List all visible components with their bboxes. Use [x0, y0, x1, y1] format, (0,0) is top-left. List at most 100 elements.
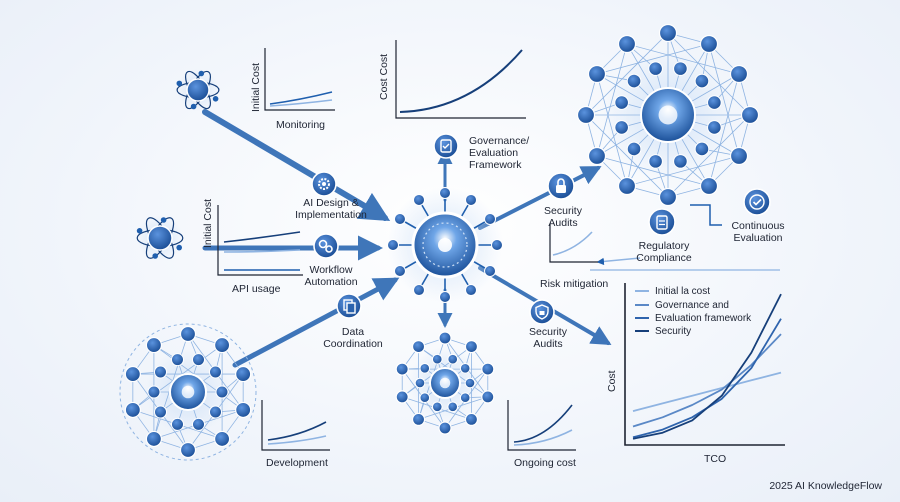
mini-chart-development [261, 400, 330, 451]
padlock-icon [547, 172, 575, 200]
doc-front [346, 302, 356, 314]
ai-design-line-1: AI Design & [303, 197, 359, 209]
network-cluster-top-right-node [626, 73, 642, 89]
network-cluster-top-right-node [658, 23, 678, 43]
network-cluster-top-right-link [585, 32, 669, 116]
monitoring-label: Monitoring [276, 119, 326, 131]
central-hub-node [439, 187, 451, 199]
network-cluster-bottom-center-node [438, 421, 452, 435]
mini-chart-cost-cost-axes [395, 40, 526, 119]
network-cluster-top-right-node [729, 146, 749, 166]
network-cluster-top-right-link [708, 43, 740, 157]
data-coordination-line-1: Data [341, 326, 365, 338]
atom-cluster-top-electron [198, 70, 205, 77]
legend-item-1: Initial la cost [635, 286, 710, 297]
mini-chart-risk-line [552, 231, 593, 256]
development-label: Development [266, 457, 328, 469]
security-lower-line-1: Security [529, 326, 567, 338]
atom-cluster-left [136, 215, 184, 261]
atom-cluster-top-core [186, 78, 210, 102]
continuous-line-1: Continuous [731, 220, 785, 232]
security-audits-lower-label: Security Audits [520, 326, 576, 350]
regulatory-label: Regulatory Compliance [628, 240, 700, 264]
initial-cost-label-left: Initial Cost [202, 198, 214, 248]
checklist-board [440, 139, 452, 153]
network-cluster-top-right-node [673, 61, 688, 76]
central-hub [387, 187, 503, 303]
network-cluster-top-right-node [707, 95, 722, 110]
checklist-icon [433, 133, 459, 159]
atom-cluster-left-electron [160, 217, 167, 223]
network-cluster-top-right-node [587, 64, 607, 84]
documents-icon [336, 293, 362, 319]
chart-y-axis-label: Cost [606, 370, 618, 392]
connector-governance-right [478, 166, 602, 230]
padlock-shackle [557, 178, 565, 185]
network-cluster-bottom-center-node [414, 377, 426, 389]
central-hub-spark [438, 238, 452, 252]
network-cluster-bottom-left-node [192, 353, 206, 367]
chart-axes [624, 283, 785, 446]
connector-risk [596, 257, 641, 266]
shield-outline [535, 304, 549, 320]
central-hub-node [393, 265, 406, 277]
network-cluster-bottom-center-node [459, 392, 471, 403]
network-cluster-bottom-center-node [447, 401, 459, 413]
shield-lock [539, 311, 545, 315]
mini-chart-development-line [267, 435, 327, 445]
chart-x-axis-label: TCO [704, 453, 727, 465]
network-cluster-top-right-link [596, 43, 710, 75]
network-cluster-top-right-link [626, 155, 740, 187]
atom-cluster-top-electron [190, 103, 197, 110]
governance-line-3: Framework [469, 159, 522, 171]
network-cluster-top-right-link [596, 155, 710, 187]
network-cluster-top-right-link [585, 114, 669, 198]
network-cluster-bottom-center [395, 331, 495, 435]
central-hub-node [491, 239, 503, 251]
atom-cluster-left-electron [176, 244, 182, 251]
network-cluster-bottom-center-node [411, 412, 426, 427]
atom-cluster-top [176, 69, 220, 111]
central-hub-node [465, 284, 477, 297]
ai-design-label: AI Design & Implementation [283, 197, 379, 221]
atom-cluster-top-electron [212, 96, 219, 102]
governance-line-2: Evaluation [469, 147, 519, 159]
network-cluster-top-right-node [576, 105, 596, 125]
checklist-check [442, 143, 450, 149]
legend-swatch-4 [635, 330, 649, 333]
governance-label: Governance/ Evaluation Framework [469, 135, 529, 171]
network-cluster-top-right-link [626, 43, 740, 75]
network-cluster-top-right-node [614, 120, 629, 135]
network-cluster-top-right-link [596, 73, 628, 187]
central-hub-node [387, 239, 399, 251]
network-cluster-top-right-node [648, 154, 663, 169]
mini-chart-risk-axes [549, 224, 598, 263]
legend-label-4: Security [655, 326, 692, 337]
mini-charts [217, 40, 598, 451]
continuous-label: Continuous Evaluation [720, 220, 796, 244]
central-hub-node [413, 193, 425, 206]
network-cluster-top-right [576, 23, 760, 207]
network-cluster-top-right-node [699, 34, 719, 54]
gear-small-b [325, 245, 333, 253]
network-cluster-bottom-center-node [431, 353, 443, 365]
check-mark [752, 198, 762, 206]
network-cluster-top-right-link [667, 114, 751, 198]
network-cluster-bottom-left-node [215, 385, 229, 399]
check-circle-icon [743, 188, 771, 216]
clipboard-icon [648, 208, 676, 236]
mini-chart-development-line [267, 421, 327, 441]
data-coordination-label: Data Coordination [318, 326, 388, 350]
network-cluster-top-right-link [708, 73, 740, 187]
network-cluster-bottom-left-node [147, 385, 161, 399]
network-cluster-bottom-center-node [419, 392, 431, 403]
network-cluster-top-right-node [626, 141, 642, 157]
mini-chart-risk [549, 224, 598, 263]
check-ring [749, 194, 765, 210]
central-hub-node [484, 265, 497, 277]
legend-item-4: Security [635, 326, 691, 337]
shield-lock-icon [529, 299, 555, 325]
central-hub-node [439, 291, 451, 303]
connector-monitoring [202, 109, 391, 222]
